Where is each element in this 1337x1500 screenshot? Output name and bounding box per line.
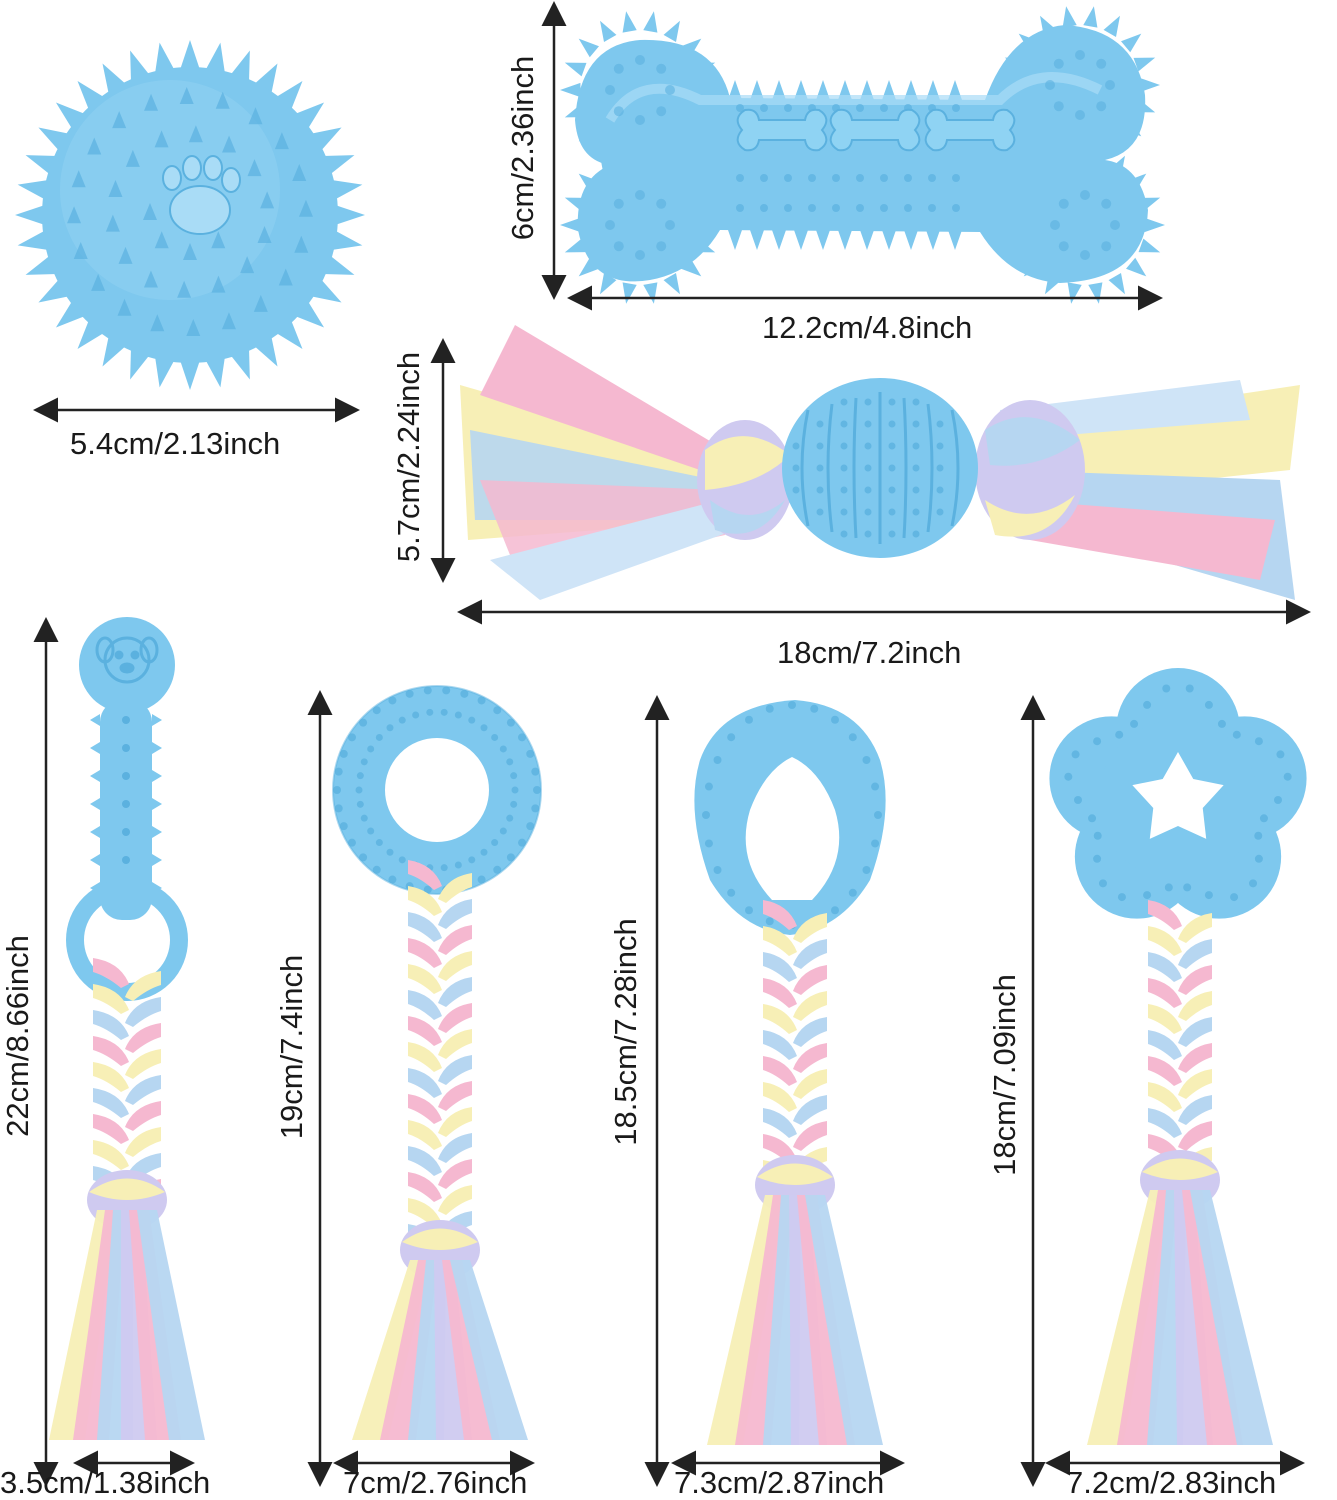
mini-bone-icons	[736, 108, 1016, 152]
bone-width-label: 12.2cm/4.8inch	[762, 310, 973, 345]
dog-face-icon	[95, 636, 159, 684]
stick-rope-icon	[49, 617, 205, 1440]
flower-width-label: 7.2cm/2.83inch	[1066, 1465, 1277, 1500]
rope-ball-height-label: 5.7cm/2.24inch	[391, 351, 426, 563]
ring-rope-icon	[332, 685, 542, 1440]
bone-icon	[560, 6, 1165, 304]
bone-height-label: 6cm/2.36inch	[505, 55, 540, 241]
flower-height-label: 18cm/7.09inch	[987, 974, 1022, 1176]
triangle-height-label: 18.5cm/7.28inch	[608, 918, 643, 1146]
spiky-ball-icon	[15, 40, 365, 390]
rope-ball-width-label: 18cm/7.2inch	[777, 635, 962, 670]
triangle-width-label: 7.3cm/2.87inch	[674, 1465, 885, 1500]
ring-height-label: 19cm/7.4inch	[274, 954, 309, 1140]
paw-print-icon	[162, 155, 241, 235]
stick-height-label: 22cm/8.66inch	[0, 935, 35, 1137]
flower-rope-icon	[1049, 668, 1307, 1445]
triangle-rope-icon	[694, 700, 886, 1445]
stick-width-label: 3.5cm/1.38inch	[0, 1465, 211, 1500]
rope-ball-icon	[460, 325, 1300, 600]
ring-width-label: 7cm/2.76inch	[343, 1465, 528, 1500]
ball-width-label: 5.4cm/2.13inch	[70, 426, 281, 461]
